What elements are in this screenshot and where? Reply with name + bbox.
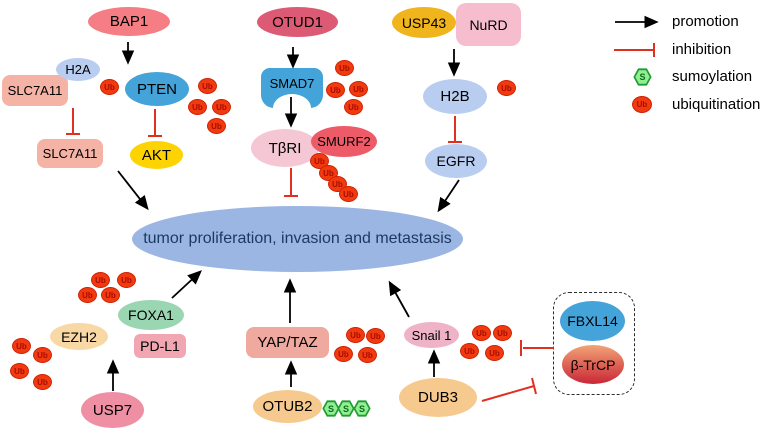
sumo-icon: S [322,400,340,417]
ubiquitin-icon: Ub [188,99,207,115]
ubiquitin-icon: Ub [346,327,365,343]
node-btrcp: β-TrCP [562,345,624,384]
legend-inhibition-bar [614,43,655,57]
edge-foxa1-center [171,270,202,299]
ubiquitin-icon: Ub [10,363,29,379]
node-otub2: OTUB2 [253,390,322,423]
ubiquitin-icon: Ub [349,81,368,97]
edge-h2a-slc7a11-inhibition [66,108,80,135]
node-pdl1: PD-L1 [134,334,186,358]
node-yaptaz: YAP/TAZ [246,327,329,358]
ubiquitin-icon: Ub [91,272,110,288]
sumo-letter: S [327,403,334,414]
fbxl14-btrcp-group-box [553,292,635,395]
node-h2b: H2B [423,79,487,114]
sumo-icon: S [353,400,371,417]
ubiquitin-icon: Ub [100,79,119,95]
legend-ubiquitin-icon: Ub [632,96,652,113]
edge-pten-akt-inhibition [148,109,162,137]
sumo-letter: S [358,403,365,414]
edge-snail1-center [388,280,410,318]
ubiquitin-icon: Ub [472,325,491,341]
ubiquitin-icon: Ub [339,186,358,202]
ubiquitin-icon: Ub [207,118,226,134]
node-ezh2: EZH2 [50,323,108,350]
ubiquitin-icon: Ub [198,78,217,94]
node-nurd: NuRD [456,3,521,46]
node-dub3: DUB3 [399,378,477,417]
edge-egfr-center [437,179,460,213]
legend-sumo-icon: S [633,68,652,86]
ubiquitin-icon: Ub [12,338,31,354]
edge-tbri-center-inhibition [284,168,298,197]
node-egfr: EGFR [425,144,487,178]
ubiquitin-icon: Ub [493,325,512,341]
sumo-letter: S [342,403,349,414]
ubiquitin-icon: Ub [366,328,385,344]
node-tumor-outcome: tumor proliferation, invasion and metast… [132,206,463,272]
node-otud1: OTUD1 [257,7,338,37]
sumo-letter: S [639,72,646,82]
node-fbxl14: FBXL14 [560,301,625,341]
sumo-icon: S [337,400,355,417]
node-akt: AKT [130,141,183,169]
node-foxa1: FOXA1 [118,300,184,330]
node-smurf2: SMURF2 [311,126,377,157]
edge-akt-center [117,170,149,211]
ubiquitin-icon: Ub [344,99,363,115]
legend-label-sumoylation: sumoylation [672,68,753,85]
legend-label-inhibition: inhibition [672,41,732,58]
node-bap1: BAP1 [88,7,170,36]
ubiquitin-icon: Ub [212,99,231,115]
ubiquitin-icon: Ub [78,287,97,303]
ubiquitin-icon: Ub [460,343,479,359]
ubiquitin-icon: Ub [101,287,120,303]
ubiquitin-icon: Ub [335,60,354,76]
edge-box-snail1-inhibition [520,340,554,356]
node-snail1: Snail 1 [404,322,459,348]
node-slc7a11-upper: SLC7A11 [2,75,68,106]
legend-label-ubiquitination: ubiquitination [672,96,761,113]
edge-h2b-egfr-inhibition [448,116,462,143]
ubiquitin-icon: Ub [485,345,504,361]
node-usp7: USP7 [81,392,144,428]
edge-dub3-box-inhibition [481,377,537,402]
node-usp43: USP43 [392,7,456,38]
ubiquitin-icon: Ub [358,347,377,363]
node-h2a: H2A [56,58,100,81]
legend-label-promotion: promotion [672,13,739,30]
ubiquitin-icon: Ub [33,374,52,390]
ubiquitin-icon: Ub [334,346,353,362]
ubiquitin-icon: Ub [326,82,345,98]
ubiquitin-icon: Ub [497,80,516,96]
node-slc7a11-lower: SLC7A11 [37,139,103,168]
node-tbri: TβRI [251,129,319,167]
ubiquitin-icon: Ub [33,347,52,363]
node-pten: PTEN [125,72,189,106]
ubiquitin-icon: Ub [117,272,136,288]
node-smad7: SMAD7 [261,68,323,108]
